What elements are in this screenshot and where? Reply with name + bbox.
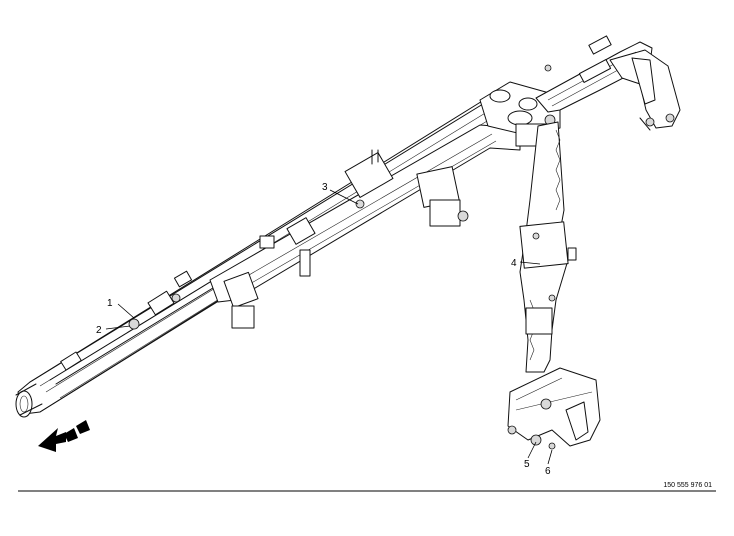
- vertical-drop-arm: [519, 121, 577, 373]
- travel-direction-arrow-icon: [38, 420, 90, 452]
- callout-4: 4: [511, 258, 517, 269]
- drawing-reference-number: 150 555 976 01: [663, 482, 712, 489]
- callout-2: 2: [96, 325, 102, 336]
- callout-3: 3: [322, 182, 328, 193]
- callout-1: 1: [107, 298, 113, 309]
- left-boom-arm: [15, 89, 561, 418]
- upper-right-arm: [535, 35, 681, 131]
- callout-6: 6: [545, 466, 551, 477]
- callout-leaders: [105, 189, 553, 465]
- callout-5: 5: [524, 459, 530, 470]
- bottom-mount: [507, 367, 601, 450]
